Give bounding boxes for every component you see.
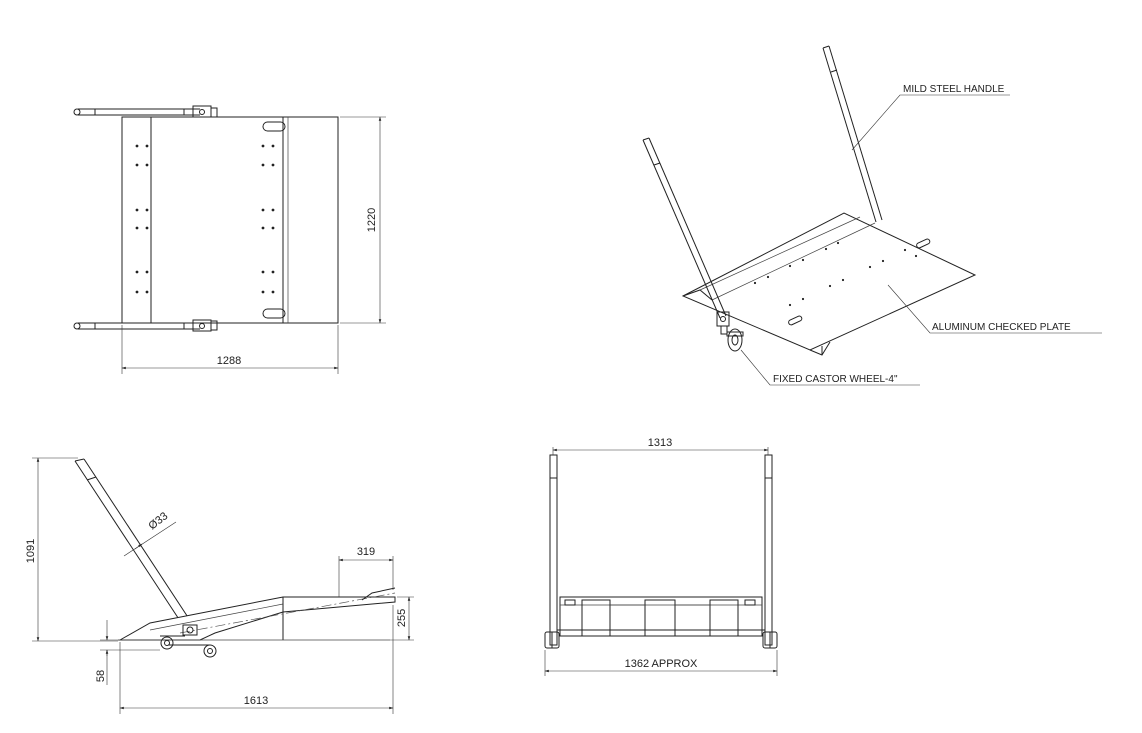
top-view-handle-lower xyxy=(73,319,218,332)
top-view-holes xyxy=(135,144,275,294)
dim-top-width: 1288 xyxy=(121,325,339,374)
callout-wheel-label: FIXED CASTOR WHEEL-4" xyxy=(773,374,898,385)
dim-front-overall-width-label: 1362 APPROX xyxy=(625,658,698,670)
iso-handle-rear xyxy=(822,45,883,223)
front-wheel-left xyxy=(544,631,560,649)
side-handle xyxy=(74,458,198,634)
dim-side-length-label: 1613 xyxy=(244,695,268,707)
dim-front-overall-width: 1362 APPROX xyxy=(544,650,778,676)
dim-side-handle-height-label: 1091 xyxy=(25,539,37,563)
dim-front-inner-width: 1313 xyxy=(552,437,769,455)
front-handle-left xyxy=(549,454,558,646)
dim-top-width-label: 1288 xyxy=(217,355,241,367)
iso-plate xyxy=(681,212,977,351)
iso-holes xyxy=(753,241,918,307)
top-view-plate xyxy=(121,116,339,324)
front-view: 1313 1362 APPROX xyxy=(544,437,778,676)
dim-side-tail-height: 255 xyxy=(390,596,414,641)
side-view: 1091 Ø33 319 255 58 xyxy=(25,457,414,714)
dim-side-tube-dia: Ø33 xyxy=(123,510,177,557)
front-handle-right xyxy=(764,454,773,646)
dim-side-tube-dia-label: Ø33 xyxy=(146,510,170,532)
dim-top-height: 1220 xyxy=(340,116,386,324)
callout-wheel: FIXED CASTOR WHEEL-4" xyxy=(740,349,920,386)
dim-side-flap-label: 319 xyxy=(357,546,375,558)
side-wheels xyxy=(160,624,217,658)
top-view-handle-upper xyxy=(73,105,218,118)
callout-plate: ALUMINUM CHECKED PLATE xyxy=(887,284,1102,334)
iso-handle-front xyxy=(642,137,744,352)
front-wheel-right xyxy=(762,631,778,649)
callout-plate-label: ALUMINUM CHECKED PLATE xyxy=(932,322,1071,333)
dim-side-length: 1613 xyxy=(119,605,394,714)
dim-side-toe-height: 58 xyxy=(95,620,160,685)
dim-side-handle-height: 1091 xyxy=(25,457,118,642)
dim-side-tail-height-label: 255 xyxy=(396,609,408,627)
dim-front-inner-width-label: 1313 xyxy=(648,437,672,449)
top-view: 1220 1288 xyxy=(73,105,386,374)
callout-handle-label: MILD STEEL HANDLE xyxy=(903,84,1005,95)
dim-top-height-label: 1220 xyxy=(366,208,378,232)
isometric-view: MILD STEEL HANDLE ALUMINUM CHECKED PLATE… xyxy=(642,45,1102,386)
callout-handle: MILD STEEL HANDLE xyxy=(851,84,1010,151)
dim-side-toe-height-label: 58 xyxy=(95,670,107,682)
dim-side-flap: 319 xyxy=(338,546,394,597)
